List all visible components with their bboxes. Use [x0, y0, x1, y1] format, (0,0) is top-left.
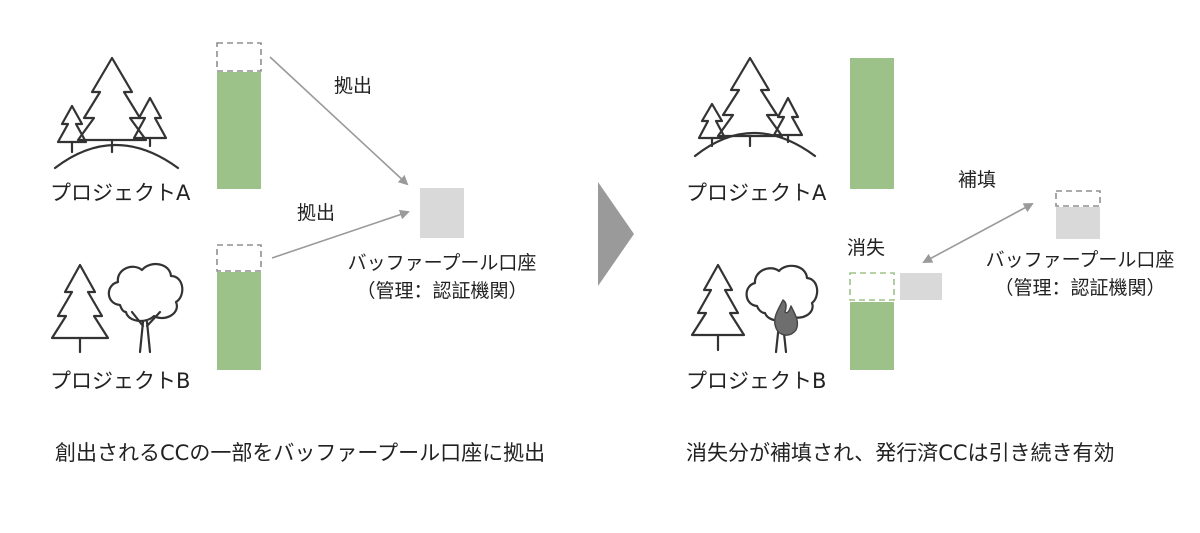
left-project-a-contributed-portion — [216, 42, 262, 72]
right-caption: 消失分が補填され、発行済CCは引き続き有効 — [686, 441, 1115, 465]
right-project-b-burning-tree-icon — [745, 264, 819, 354]
left-project-b-contributed-portion — [216, 244, 262, 272]
right-pool-name: バッファープール口座 — [986, 249, 1175, 271]
left-buffer-pool-box — [420, 188, 464, 238]
left-arrow-label-top: 拠出 — [334, 75, 372, 97]
right-project-a-label: プロジェクトA — [686, 181, 827, 205]
right-project-b-conifer-icon — [690, 263, 746, 352]
chevron-right-icon — [598, 182, 634, 286]
right-replenish-arrow — [922, 203, 1034, 263]
left-caption: 創出されるCCの一部をバッファープール口座に拠出 — [55, 441, 545, 465]
right-project-b-label: プロジェクトB — [686, 369, 826, 393]
right-replenish-label: 補填 — [958, 169, 996, 191]
left-project-a-credit-bar — [217, 72, 261, 189]
left-pool-admin: （管理：認証機関） — [356, 280, 527, 302]
left-project-b-broadleaf-icon — [107, 262, 184, 354]
right-project-a-credit-bar — [850, 58, 894, 189]
right-buffer-pool-box — [1056, 207, 1100, 239]
left-arrow-from-a — [269, 56, 409, 186]
left-project-b-label: プロジェクトB — [50, 369, 190, 393]
left-pool-name: バッファープール口座 — [348, 252, 537, 274]
left-project-b-credit-bar — [217, 272, 261, 370]
right-project-a-forest-icon — [693, 56, 817, 158]
left-project-a-label: プロジェクトA — [50, 181, 191, 205]
left-arrow-from-b — [271, 209, 410, 259]
left-project-a-forest-icon — [53, 56, 180, 170]
right-project-b-credit-bar — [850, 302, 894, 370]
left-arrow-label-bottom: 拠出 — [297, 202, 335, 224]
left-project-b-conifer-icon — [50, 263, 110, 354]
right-project-b-lost-portion — [849, 272, 895, 301]
right-loss-label: 消失 — [847, 237, 885, 259]
right-replenished-credit-block — [900, 273, 942, 300]
right-pool-admin: （管理：認証機関） — [994, 277, 1165, 299]
right-buffer-pool-used-portion — [1055, 190, 1101, 207]
